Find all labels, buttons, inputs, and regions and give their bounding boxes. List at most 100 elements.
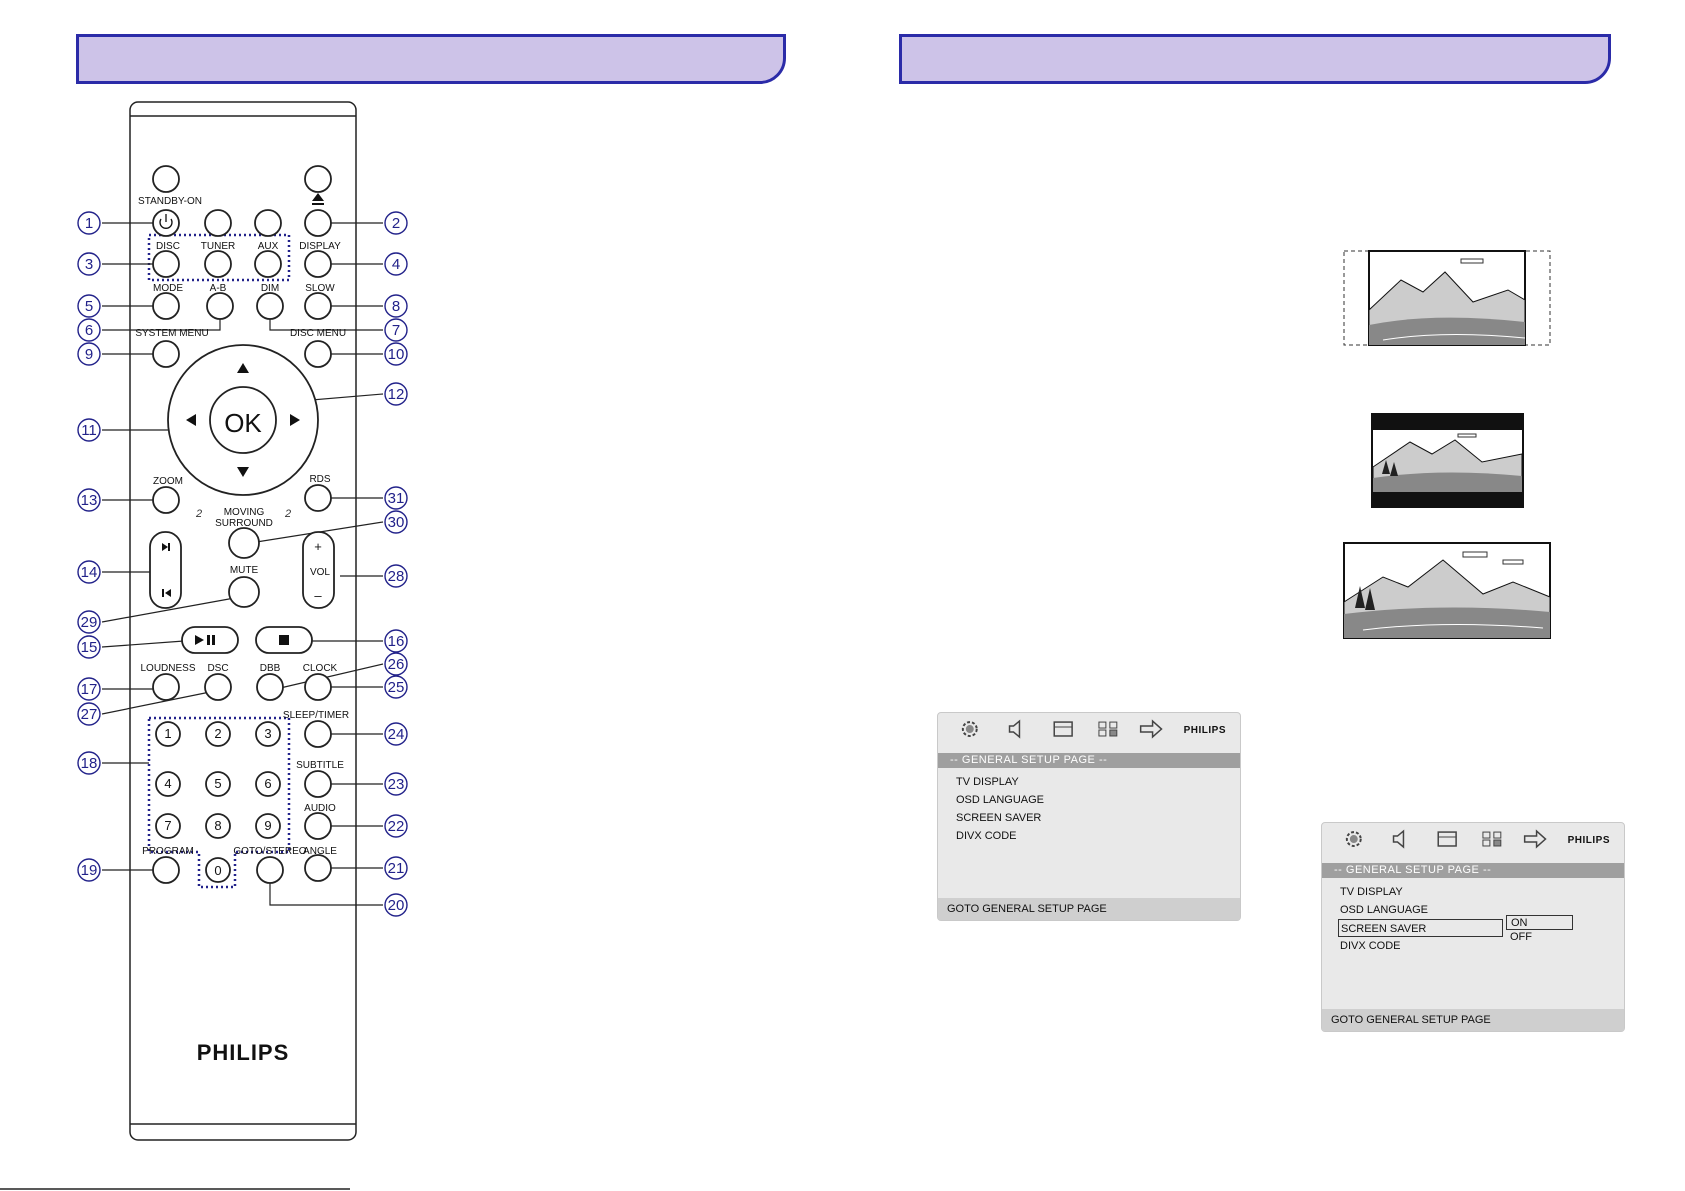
mute-button[interactable] [228, 576, 260, 608]
blank-button-2[interactable] [254, 209, 282, 237]
osd-option-off[interactable]: OFF [1510, 931, 1532, 943]
tv-pan-scan-illustration [1343, 250, 1551, 346]
dbb-button[interactable] [256, 673, 284, 701]
callout-circle-9 [77, 342, 101, 366]
callout-17: 17 [81, 681, 98, 698]
callout-18: 18 [81, 755, 98, 772]
digit-3-button[interactable] [255, 721, 281, 747]
down-arrow-icon [237, 467, 249, 477]
osd-item-screen-saver-selected[interactable]: SCREEN SAVER [1338, 919, 1503, 937]
goto-stereo-button[interactable] [256, 856, 284, 884]
digit-2-button[interactable] [205, 721, 231, 747]
clock-button[interactable] [304, 673, 332, 701]
dim-button[interactable] [256, 292, 284, 320]
system-menu-label: SYSTEM MENU [135, 328, 208, 339]
disc-menu-button[interactable] [304, 340, 332, 368]
surround-label: SURROUND [215, 518, 273, 529]
blank-button-1[interactable] [204, 209, 232, 237]
digit-9-button[interactable] [255, 813, 281, 839]
video-icon[interactable] [1053, 721, 1073, 737]
callout-11: 11 [81, 422, 97, 439]
aux-button[interactable] [254, 250, 282, 278]
moving-surround-button[interactable] [228, 527, 260, 559]
callout-16: 16 [388, 633, 405, 650]
osd-item-osd-language[interactable]: OSD LANGUAGE [956, 794, 1045, 806]
rds-button[interactable] [304, 484, 332, 512]
digit-7-button[interactable] [155, 813, 181, 839]
stop-icon [279, 635, 289, 645]
digit-1-label: 1 [164, 726, 171, 741]
system-menu-button[interactable] [152, 340, 180, 368]
program-button[interactable] [152, 856, 180, 884]
loudness-button[interactable] [152, 673, 180, 701]
tuner-button[interactable] [204, 250, 232, 278]
next-bar-icon [168, 543, 170, 551]
exit-icon[interactable] [1139, 719, 1163, 739]
osd-item-tv-display[interactable]: TV DISPLAY [1340, 886, 1403, 898]
gear-icon[interactable] [1345, 831, 1362, 847]
power-button[interactable] [152, 209, 180, 237]
callout-5: 5 [85, 298, 93, 315]
tv-wide-screen-illustration [1343, 542, 1551, 639]
callout-circle-12 [384, 382, 408, 406]
digit-0-button[interactable] [205, 857, 231, 883]
digit-1-button[interactable] [155, 721, 181, 747]
ab-button[interactable] [206, 292, 234, 320]
callout-25: 25 [388, 679, 405, 696]
standby-label: STANDBY-ON [138, 196, 202, 207]
slow-button[interactable] [304, 292, 332, 320]
callout-26: 26 [388, 656, 405, 673]
osd-item-screen-saver[interactable]: SCREEN SAVER [956, 812, 1042, 824]
mode-button[interactable] [152, 292, 180, 320]
digit-5-button[interactable] [205, 771, 231, 797]
audio-label: AUDIO [304, 803, 336, 814]
digit-2-label: 2 [214, 726, 221, 741]
osd-item-tv-display[interactable]: TV DISPLAY [956, 776, 1019, 788]
subtitle-button[interactable] [304, 770, 332, 798]
preference-icon[interactable] [1482, 831, 1502, 847]
callout-circle-29 [77, 610, 101, 634]
zoom-button[interactable] [152, 486, 180, 514]
exit-icon[interactable] [1523, 829, 1547, 849]
osd-option-on[interactable]: ON [1506, 915, 1573, 930]
eject-button[interactable] [304, 165, 332, 193]
callout-24: 24 [388, 726, 405, 743]
callout-23: 23 [388, 776, 405, 793]
display-top-button[interactable] [304, 209, 332, 237]
speaker-icon[interactable] [1008, 719, 1021, 739]
zoom-label: ZOOM [153, 476, 183, 487]
digit-4-button[interactable] [155, 771, 181, 797]
standby-button[interactable] [152, 165, 180, 193]
osd-page-title: -- GENERAL SETUP PAGE -- [938, 753, 1240, 768]
program-label: PROGRAM [142, 846, 194, 857]
callout-12: 12 [388, 386, 405, 403]
angle-button[interactable] [304, 854, 332, 882]
video-icon[interactable] [1437, 831, 1457, 847]
preference-icon[interactable] [1098, 721, 1118, 737]
callout-2: 2 [392, 215, 400, 232]
sleep-timer-button[interactable] [304, 720, 332, 748]
callout-circle-7 [384, 318, 408, 342]
volume-plus-label: + [314, 539, 322, 554]
audio-button[interactable] [304, 812, 332, 840]
disc-button[interactable] [152, 250, 180, 278]
ok-button[interactable] [209, 386, 277, 454]
speaker-icon[interactable] [1392, 829, 1405, 849]
digit-6-button[interactable] [255, 771, 281, 797]
osd-item-divx-code[interactable]: DIVX CODE [956, 830, 1017, 842]
display-button[interactable] [304, 250, 332, 278]
next-prev-rocker[interactable] [149, 531, 182, 609]
gear-icon[interactable] [961, 721, 978, 737]
osd-item-divx-code[interactable]: DIVX CODE [1340, 940, 1401, 952]
callout-circle-26 [384, 652, 408, 676]
volume-rocker[interactable] [302, 531, 335, 609]
ok-label: OK [224, 408, 262, 438]
callout-30: 30 [388, 514, 405, 531]
dsc-button[interactable] [204, 673, 232, 701]
osd-menu-list: TV DISPLAY OSD LANGUAGE SCREEN SAVER DIV… [954, 773, 1044, 845]
callout-31: 31 [388, 490, 405, 507]
remote-control-illustration: STANDBY-ON DISC TUNER AUX DISPLAY MODE A… [0, 101, 408, 1190]
digit-8-button[interactable] [205, 813, 231, 839]
osd-item-osd-language[interactable]: OSD LANGUAGE [1340, 904, 1429, 916]
callout-circle-13 [77, 488, 101, 512]
